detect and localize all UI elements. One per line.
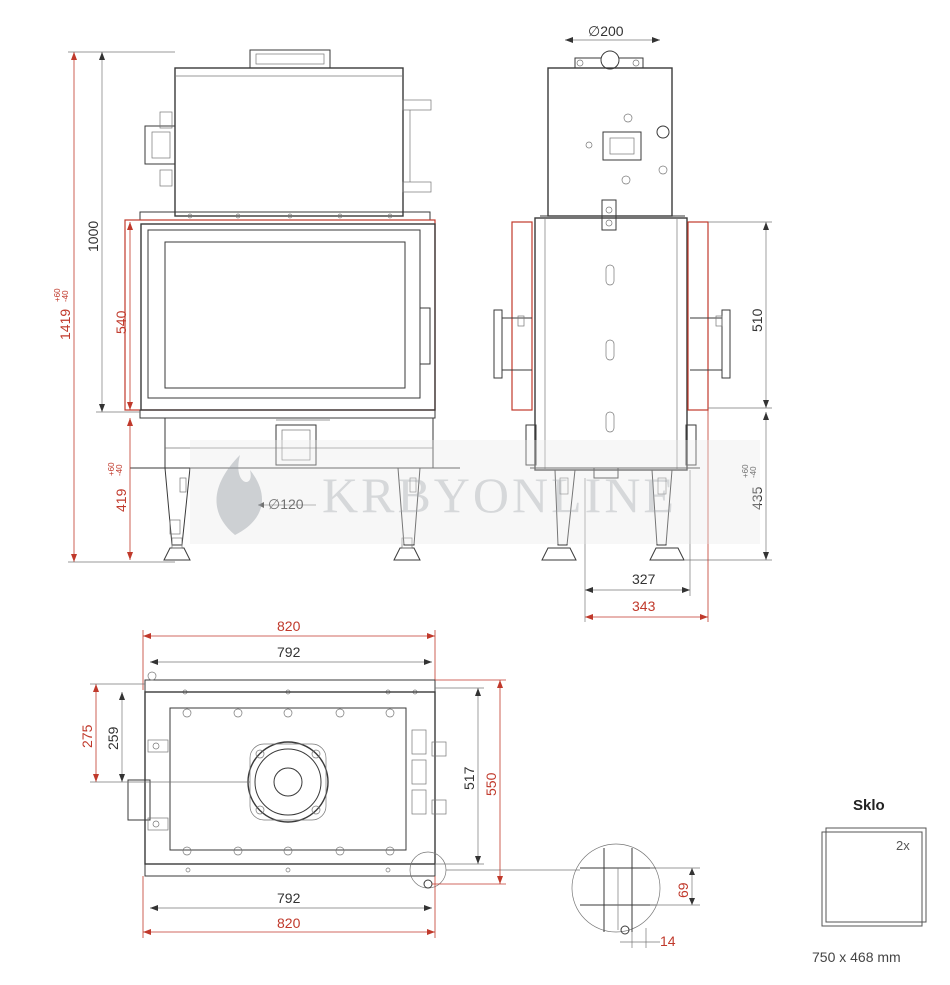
dim-792-top-label: 792	[277, 644, 301, 660]
front-dim-1419: 1419 +60 -40	[53, 288, 73, 340]
front-view	[68, 49, 460, 563]
dim-14-label: 14	[660, 933, 676, 949]
top-view	[90, 630, 580, 938]
glass-pane	[821, 831, 923, 927]
glass-title: Sklo	[853, 797, 885, 814]
glass-size: 750 x 468 mm	[812, 949, 901, 965]
dim-435-tol-minus: -40	[749, 466, 758, 478]
detail-view	[571, 843, 700, 948]
glass-count: 2x	[896, 838, 910, 853]
front-dim-419: 419 +60 -40	[107, 462, 129, 512]
dim-820-bottom-label: 820	[277, 915, 301, 931]
watermark: KRBYONLINE	[190, 440, 760, 544]
dim-510-label: 510	[749, 308, 765, 332]
dim-435-label: 435	[749, 486, 765, 510]
dim-1000-label: 1000	[85, 221, 101, 252]
dim-259-label: 259	[105, 726, 121, 750]
flame-logo-icon	[216, 455, 262, 535]
side-view	[493, 37, 772, 622]
watermark-text: KRBYONLINE	[322, 467, 677, 523]
dim-435-tol-plus: +60	[741, 464, 750, 478]
dim-total-height-tol-minus: -40	[61, 290, 70, 302]
dim-327-label: 327	[632, 571, 656, 587]
dim-517-label: 517	[461, 766, 477, 790]
dim-343-label: 343	[632, 598, 656, 614]
dim-air-inlet-label: ∅120	[268, 496, 304, 512]
dim-792-bottom-label: 792	[277, 890, 301, 906]
dim-820-top-label: 820	[277, 618, 301, 634]
dim-550-label: 550	[483, 772, 499, 796]
side-dim-435: 435 +60 -40	[741, 464, 765, 510]
dim-419-label: 419	[113, 488, 129, 512]
dim-540-label: 540	[113, 310, 129, 334]
dim-419-tol-plus: +60	[107, 462, 116, 476]
dim-total-height-tol-plus: +60	[53, 288, 62, 302]
glass-spec: Sklo 2x 750 x 468 mm	[812, 797, 927, 965]
dim-69-label: 69	[675, 882, 691, 898]
dim-275-label: 275	[79, 724, 95, 748]
dim-flue-label: ∅200	[588, 23, 624, 39]
dim-419-tol-minus: -40	[115, 464, 124, 476]
dim-total-height-label: 1419	[57, 309, 73, 340]
